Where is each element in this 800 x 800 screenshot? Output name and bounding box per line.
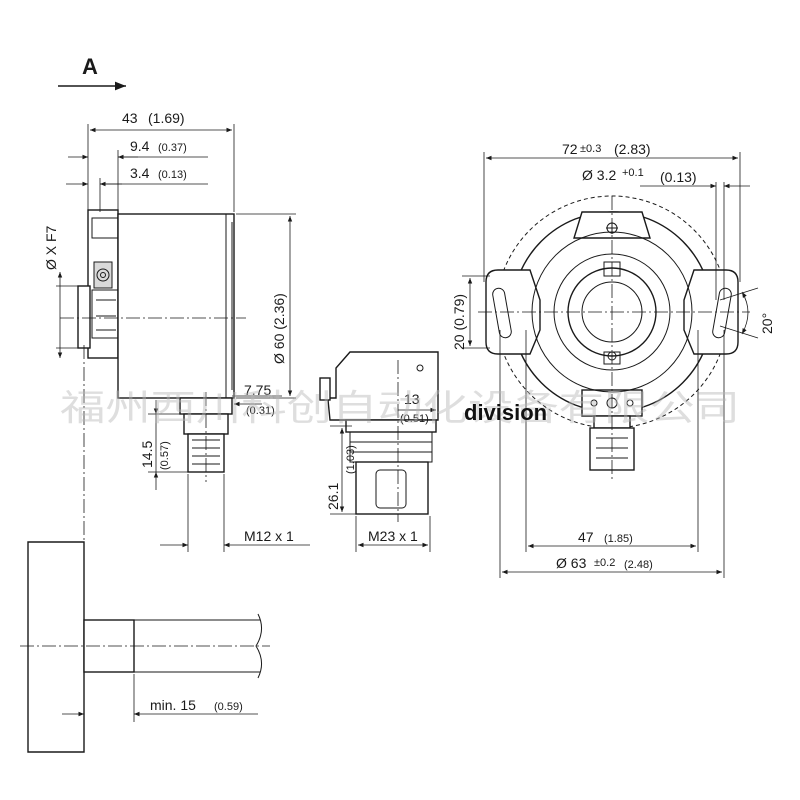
dim-9-4: 9.4 <box>130 138 150 154</box>
dim-47-in: (1.85) <box>604 533 633 545</box>
dim-m23: M23 x 1 <box>368 528 418 544</box>
front-view-encoder <box>478 195 750 480</box>
dim-43: 43 <box>122 110 138 126</box>
side-dimensions: 43 (1.69) 9.4 (0.37) 3.4 (0.13) Ø X F7 Ø… <box>43 110 310 552</box>
dim-min-15: min. 15 <box>150 697 196 713</box>
dim-72-tol: ±0.3 <box>580 143 601 155</box>
dim-3-4: 3.4 <box>130 165 150 181</box>
dim-dia-63-in: (2.48) <box>624 559 653 571</box>
dim-hole-in: (0.13) <box>660 169 697 185</box>
shaft-dimensions: min. 15 (0.59) <box>62 674 258 722</box>
dim-9-4-in: (0.37) <box>158 142 187 154</box>
view-a-arrow: A <box>58 54 126 91</box>
dim-7-75: 7.75 <box>244 382 271 398</box>
side-view-encoder <box>60 209 246 545</box>
dim-13-in: (0.51) <box>400 413 429 425</box>
front-dimensions: 72 ±0.3 (2.83) Ø 3.2 +0.1 (0.13) 20 (0.7… <box>451 141 775 578</box>
dim-43-in: (1.69) <box>148 110 185 126</box>
dim-13: 13 <box>404 391 420 407</box>
screw-icon <box>96 268 110 282</box>
dim-min-15-in: (0.59) <box>214 701 243 713</box>
overlay-division-text: division <box>464 400 547 425</box>
dim-20: 20 (0.79) <box>451 294 467 350</box>
dim-47: 47 <box>578 529 594 545</box>
dim-14-5: 14.5 <box>139 441 155 468</box>
dim-dia-63-tol: ±0.2 <box>594 557 615 569</box>
dim-26-1: 26.1 <box>325 483 341 510</box>
dim-dia-63: Ø 63 <box>556 555 587 571</box>
dim-14-5-in: (0.57) <box>159 441 171 470</box>
m23-dimensions: 13 (0.51) 26.1 (1.03) M23 x 1 <box>325 360 439 552</box>
dim-hole: Ø 3.2 <box>582 167 616 183</box>
m23-connector-view <box>319 351 439 522</box>
dim-26-1-in: (1.03) <box>345 445 357 474</box>
shaft-mounting-view <box>20 541 270 753</box>
watermark-text: 福州西川科创自动化设备有限公司 <box>60 388 740 429</box>
dim-3-4-in: (0.13) <box>158 169 187 181</box>
dim-hole-tol: +0.1 <box>622 167 644 179</box>
dim-dia-x: Ø X F7 <box>43 225 59 270</box>
dim-dia-60: Ø 60 (2.36) <box>271 293 287 364</box>
dim-72: 72 <box>562 141 578 157</box>
dim-7-75-in: (0.31) <box>246 405 275 417</box>
view-label: A <box>82 54 98 79</box>
dim-angle: 20° <box>759 313 775 334</box>
dim-m12: M12 x 1 <box>244 528 294 544</box>
dim-72-in: (2.83) <box>614 141 651 157</box>
